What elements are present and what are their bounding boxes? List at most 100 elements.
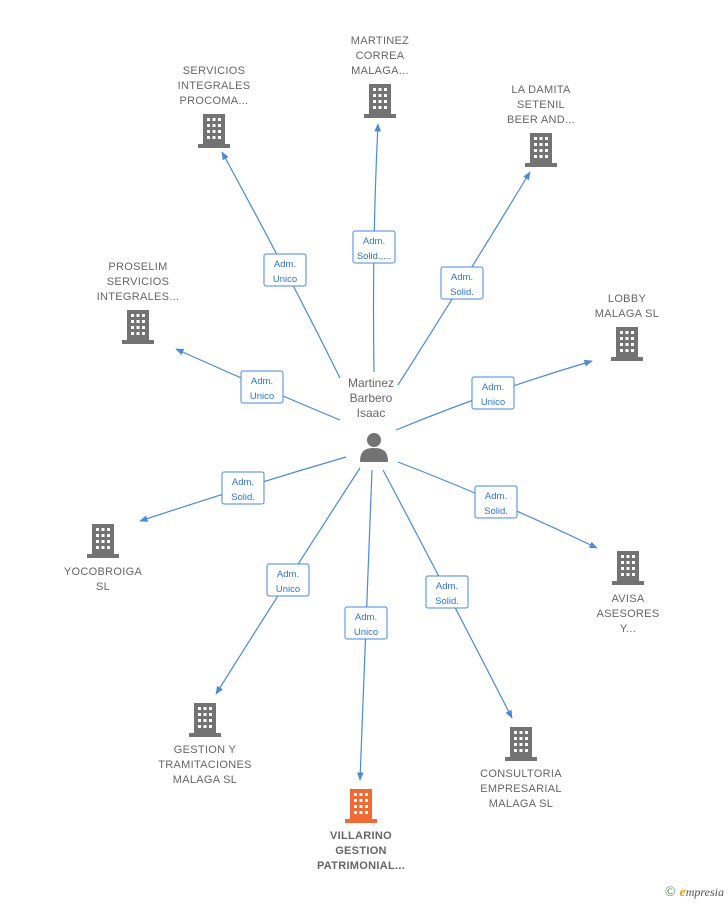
center-name-line-2: Barbero bbox=[350, 391, 393, 405]
role-badge-line: Adm. bbox=[482, 382, 504, 393]
role-badge-line: Adm. bbox=[436, 581, 458, 592]
role-badge-line: Solid. bbox=[484, 506, 508, 517]
company-label-line: MALAGA... bbox=[351, 65, 409, 77]
building-icon bbox=[505, 727, 537, 761]
company-label-line: SERVICIOS bbox=[183, 65, 245, 77]
role-badge-box bbox=[263, 253, 307, 287]
center-name-line-3: Isaac bbox=[357, 406, 386, 420]
role-badge-villarino-gestion[interactable]: Adm. Unico bbox=[344, 606, 388, 640]
role-badge-line: Unico bbox=[273, 274, 297, 285]
building-icon bbox=[198, 114, 230, 148]
building-icon bbox=[364, 84, 396, 118]
role-badge-box bbox=[474, 485, 518, 519]
company-label-line: ASESORES bbox=[597, 608, 660, 620]
company-label-line: INTEGRALES bbox=[178, 80, 251, 92]
company-node-martinez-correa[interactable]: MARTINEZ CORREA MALAGA... bbox=[351, 35, 409, 118]
company-label-line: MARTINEZ bbox=[351, 35, 409, 47]
role-badge-line: Solid. bbox=[450, 287, 474, 298]
company-label-line: TRAMITACIONES bbox=[158, 759, 252, 771]
role-badge-box bbox=[344, 606, 388, 640]
center-person-node[interactable]: Martinez Barbero Isaac bbox=[348, 376, 394, 462]
company-node-servicios-integrales[interactable]: SERVICIOS INTEGRALES PROCOMA... bbox=[178, 65, 251, 148]
company-label-line: AVISA bbox=[611, 593, 644, 605]
role-badge-line: Unico bbox=[481, 397, 505, 408]
company-node-lobby-malaga[interactable]: LOBBY MALAGA SL bbox=[595, 293, 659, 361]
role-badge-line: Adm. bbox=[232, 477, 254, 488]
role-badge-line: Adm. bbox=[274, 259, 296, 270]
role-badge-line: Adm. bbox=[355, 612, 377, 623]
empresia-brand: ©empresia bbox=[665, 885, 724, 901]
company-label-line: INTEGRALES... bbox=[97, 291, 180, 303]
company-label-line: MALAGA SL bbox=[595, 308, 659, 320]
person-icon bbox=[360, 433, 388, 462]
role-badge-line: Solid. bbox=[231, 492, 255, 503]
role-badge-line: Unico bbox=[354, 627, 378, 638]
role-badge-line: Unico bbox=[250, 391, 274, 402]
role-badge-line: Adm. bbox=[485, 491, 507, 502]
company-label-line: PATRIMONIAL... bbox=[317, 860, 405, 872]
company-node-consultoria-empresarial[interactable]: CONSULTORIA EMPRESARIAL MALAGA SL bbox=[480, 727, 562, 810]
role-badge-box bbox=[240, 370, 284, 404]
building-icon bbox=[525, 133, 557, 167]
company-label-line: MALAGA SL bbox=[173, 774, 237, 786]
role-badge-line: Unico bbox=[276, 584, 300, 595]
role-badge-box bbox=[440, 266, 484, 300]
company-label-line: YOCOBROIGA bbox=[64, 566, 143, 578]
building-icon bbox=[612, 551, 644, 585]
company-node-villarino-gestion[interactable]: VILLARINO GESTION PATRIMONIAL... bbox=[317, 789, 405, 872]
company-label-line: GESTION Y bbox=[174, 744, 237, 756]
role-badge-lobby-malaga[interactable]: Adm. Unico bbox=[471, 376, 515, 410]
company-node-avisa-asesores[interactable]: AVISA ASESORES Y... bbox=[597, 551, 660, 635]
company-label-line: SERVICIOS bbox=[107, 276, 169, 288]
company-node-la-damita[interactable]: LA DAMITA SETENIL BEER AND... bbox=[507, 84, 575, 167]
company-label-line: MALAGA SL bbox=[489, 798, 553, 810]
company-label-line: LA DAMITA bbox=[511, 84, 571, 96]
building-icon bbox=[189, 703, 221, 737]
role-badge-box bbox=[352, 230, 396, 264]
role-badge-line: Adm. bbox=[451, 272, 473, 283]
brand-name: mpresia bbox=[685, 885, 724, 899]
role-badge-proselim[interactable]: Adm. Unico bbox=[240, 370, 284, 404]
company-label-line: PROSELIM bbox=[108, 261, 167, 273]
role-badge-box bbox=[471, 376, 515, 410]
company-label-line: GESTION bbox=[335, 845, 387, 857]
company-label-line: CONSULTORIA bbox=[480, 768, 562, 780]
company-node-gestion-tramitaciones[interactable]: GESTION Y TRAMITACIONES MALAGA SL bbox=[158, 703, 252, 786]
nodes-layer: MARTINEZ CORREA MALAGA... SERVICIOS INTEGRAL… bbox=[64, 35, 660, 872]
role-badge-box bbox=[221, 471, 265, 505]
role-badge-box bbox=[266, 563, 310, 597]
building-icon bbox=[87, 524, 119, 558]
company-node-proselim[interactable]: PROSELIM SERVICIOS INTEGRALES... bbox=[97, 261, 180, 344]
company-label-line: EMPRESARIAL bbox=[480, 783, 562, 795]
center-name-line-1: Martinez bbox=[348, 376, 394, 390]
company-label-line: Y... bbox=[620, 623, 636, 635]
role-badge-martinez-correa[interactable]: Adm. Solid.,... bbox=[352, 230, 396, 264]
role-badge-line: Adm. bbox=[251, 376, 273, 387]
role-badge-line: Solid.,... bbox=[357, 251, 391, 262]
company-label-line: SL bbox=[96, 581, 110, 593]
role-badge-la-damita[interactable]: Adm. Solid. bbox=[440, 266, 484, 300]
role-badge-line: Solid. bbox=[435, 596, 459, 607]
role-badge-box bbox=[425, 575, 469, 609]
role-badge-yocobroiga[interactable]: Adm. Solid. bbox=[221, 471, 265, 505]
company-label-line: LOBBY bbox=[608, 293, 647, 305]
brand-initial: e bbox=[679, 885, 686, 900]
company-label-line: SETENIL bbox=[517, 99, 565, 111]
building-icon bbox=[345, 789, 377, 823]
role-badge-consultoria-empresarial[interactable]: Adm. Solid. bbox=[425, 575, 469, 609]
company-label-line: BEER AND... bbox=[507, 114, 575, 126]
role-badge-line: Adm. bbox=[277, 569, 299, 580]
role-badge-line: Adm. bbox=[363, 236, 385, 247]
building-icon bbox=[122, 310, 154, 344]
role-badge-avisa-asesores[interactable]: Adm. Solid. bbox=[474, 485, 518, 519]
company-label-line: VILLARINO bbox=[330, 830, 392, 842]
building-icon bbox=[611, 327, 643, 361]
role-badge-gestion-tramitaciones[interactable]: Adm. Unico bbox=[266, 563, 310, 597]
company-label-line: PROCOMA... bbox=[179, 95, 248, 107]
company-node-yocobroiga[interactable]: YOCOBROIGA SL bbox=[64, 524, 143, 593]
role-badge-servicios-integrales[interactable]: Adm. Unico bbox=[263, 253, 307, 287]
company-label-line: CORREA bbox=[356, 50, 405, 62]
copyright-icon: © bbox=[664, 885, 676, 900]
